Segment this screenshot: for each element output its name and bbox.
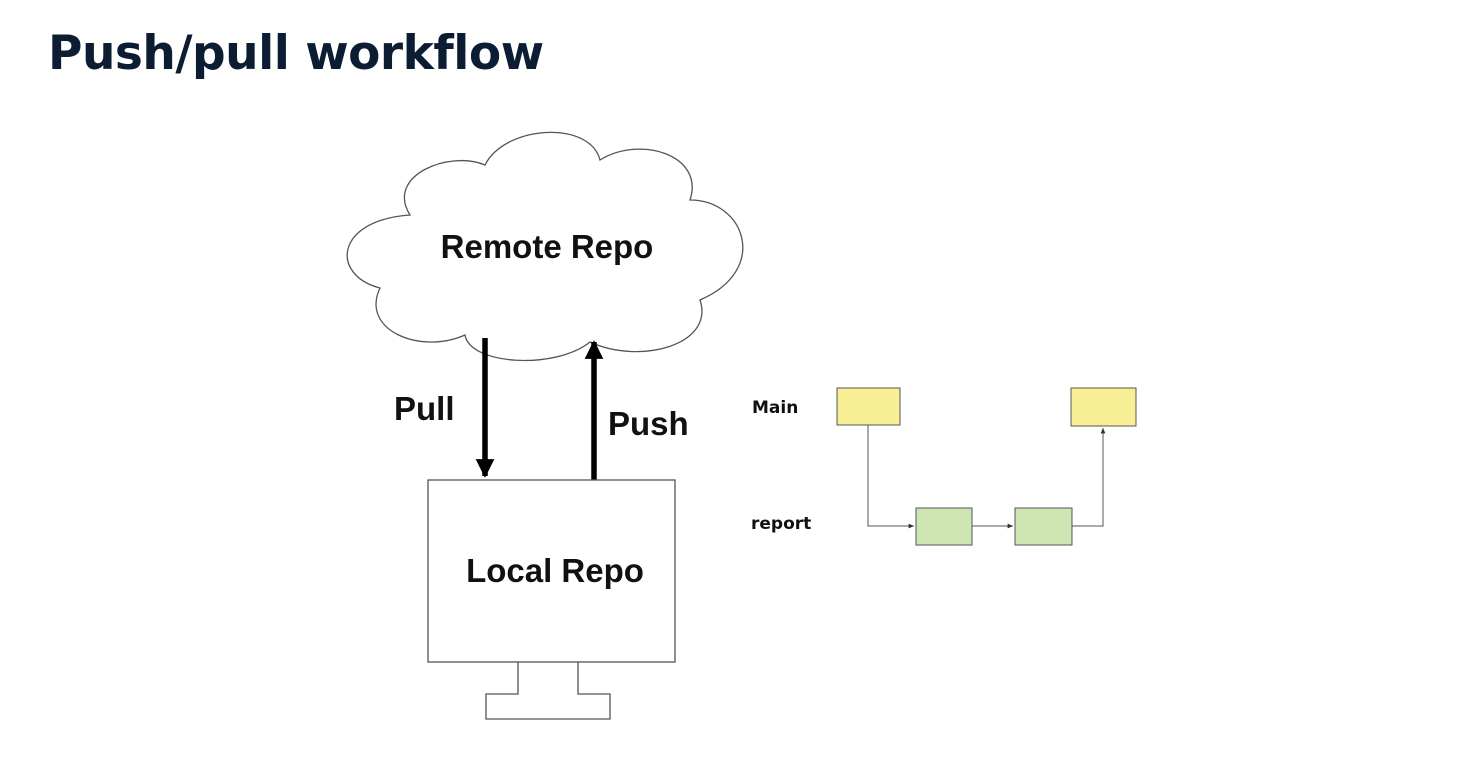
push-arrow: Push xyxy=(584,340,689,480)
local-repo-monitor: Local Repo xyxy=(427,479,676,720)
branch-diagram: Main report xyxy=(751,387,1137,546)
report-commit-1 xyxy=(915,507,973,546)
slide-title: Push/pull workflow xyxy=(48,26,544,81)
local-repo-label: Local Repo xyxy=(466,552,644,589)
main-commit-1 xyxy=(836,387,901,426)
remote-repo-label: Remote Repo xyxy=(441,228,654,265)
report-branch-label: report xyxy=(751,514,811,534)
main-commit-2 xyxy=(1070,387,1137,427)
pull-arrow: Pull xyxy=(394,338,495,478)
cloud-icon xyxy=(346,131,744,362)
merge-connector xyxy=(1072,428,1106,527)
main-branch-label: Main xyxy=(752,398,798,418)
computer-monitor-icon xyxy=(427,479,676,720)
remote-repo-cloud: Remote Repo xyxy=(346,131,744,362)
pull-label: Pull xyxy=(394,390,455,427)
branch-off-connector xyxy=(867,425,914,529)
push-label: Push xyxy=(608,405,689,442)
report-commit-2 xyxy=(1014,507,1073,546)
